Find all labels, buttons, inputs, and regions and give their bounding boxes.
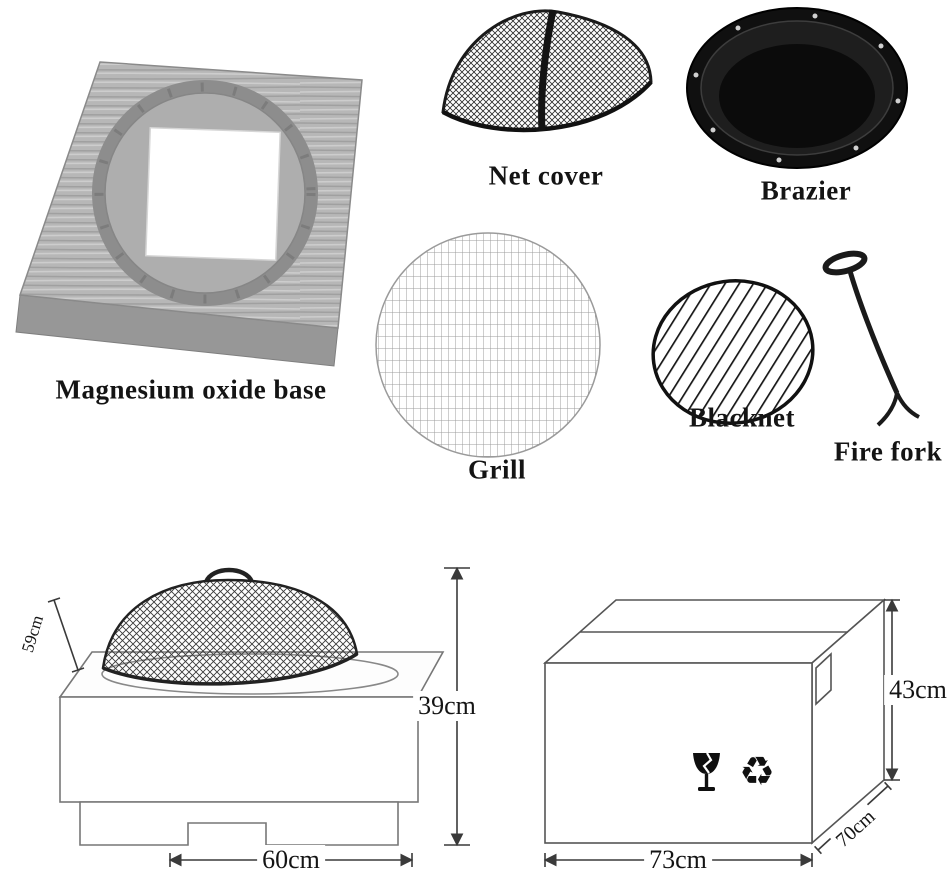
label-net-cover: Net cover xyxy=(488,160,604,191)
blacknet-photo xyxy=(651,279,815,425)
box-dimension-drawing xyxy=(542,598,887,845)
recycle-icon: ♻ xyxy=(739,749,775,795)
dim-box-height: 43cm xyxy=(884,675,950,705)
label-magnesium-oxide-base: Magnesium oxide base xyxy=(55,374,327,405)
label-fire-fork: Fire fork xyxy=(833,436,943,467)
label-blacknet: Blacknet xyxy=(688,402,796,433)
net-cover-photo xyxy=(441,9,653,133)
grill-photo xyxy=(375,232,601,458)
label-brazier: Brazier xyxy=(760,175,852,206)
fragile-icon xyxy=(693,752,720,791)
fire-fork-photo xyxy=(822,250,920,427)
dim-firepit-width: 60cm xyxy=(257,845,325,875)
firepit-dimension-lines xyxy=(47,566,470,867)
brazier-photo xyxy=(686,7,908,169)
dim-box-width: 73cm xyxy=(644,845,712,875)
firepit-dimension-drawing xyxy=(58,567,445,846)
dim-firepit-height: 39cm xyxy=(413,691,481,721)
magnesium-base-photo xyxy=(15,61,363,367)
label-grill: Grill xyxy=(468,454,526,485)
